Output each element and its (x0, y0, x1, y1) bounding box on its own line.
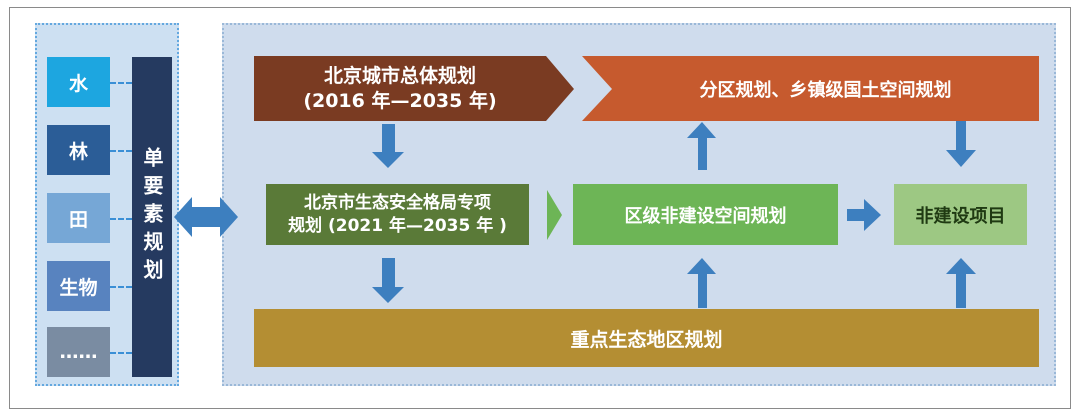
eco-plan-shape (266, 184, 529, 245)
master-plan: 北京城市总体规划 (2016 年—2035 年) (254, 56, 546, 121)
district-plan-shape (582, 56, 1039, 121)
district-nonbuild-label: 区级非建设空间规划 (624, 205, 787, 227)
key-eco-areas-shape (254, 309, 1039, 367)
element-forest: 林 (47, 125, 110, 175)
arrow-down-3-icon (372, 258, 404, 303)
eco-plan: 北京市生态安全格局专项 规划 (2021 年—2035 年 ) (266, 184, 529, 245)
connector-biology (110, 286, 132, 288)
connector-forest (110, 150, 132, 152)
double-arrow-icon (174, 197, 238, 237)
district-nonbuild-shape (573, 184, 838, 245)
master-plan-line2: (2016 年—2035 年) (303, 89, 497, 112)
key-eco-areas-label: 重点生态地区规划 (570, 328, 723, 351)
single-element-planning: 单要素规划 (132, 57, 172, 377)
eco-plan-line1: 北京市生态安全格局专项 (304, 192, 491, 213)
arrow-down-1-icon (372, 124, 404, 168)
element-biology: 生物 (47, 261, 110, 311)
eco-plan-line2: 规划 (2021 年—2035 年 ) (288, 215, 507, 236)
element-farmland: 田 (47, 193, 110, 243)
master-plan-line1: 北京城市总体规划 (323, 64, 476, 87)
single-element-label: 单要素规划 (140, 147, 164, 287)
nonbuild-projects-shape (894, 184, 1027, 245)
arrow-up-1-icon (687, 122, 716, 170)
arrow-down-2-icon (946, 121, 976, 167)
outer-frame (9, 7, 1071, 409)
arrow-right-icon (847, 199, 881, 231)
nonbuild-projects-label: 非建设项目 (915, 205, 1006, 227)
arrow-up-3-icon (946, 258, 976, 308)
element-water: 水 (47, 57, 110, 107)
connector-more (110, 352, 132, 354)
arrow-up-2-icon (687, 258, 716, 308)
master-plan-shape (254, 56, 574, 121)
district-plan-label: 分区规划、乡镇级国土空间规划 (699, 79, 952, 101)
element-more: …… (47, 327, 110, 377)
connector-water (110, 82, 132, 84)
small-chevron-icon (547, 190, 562, 240)
connector-farmland (110, 218, 132, 220)
